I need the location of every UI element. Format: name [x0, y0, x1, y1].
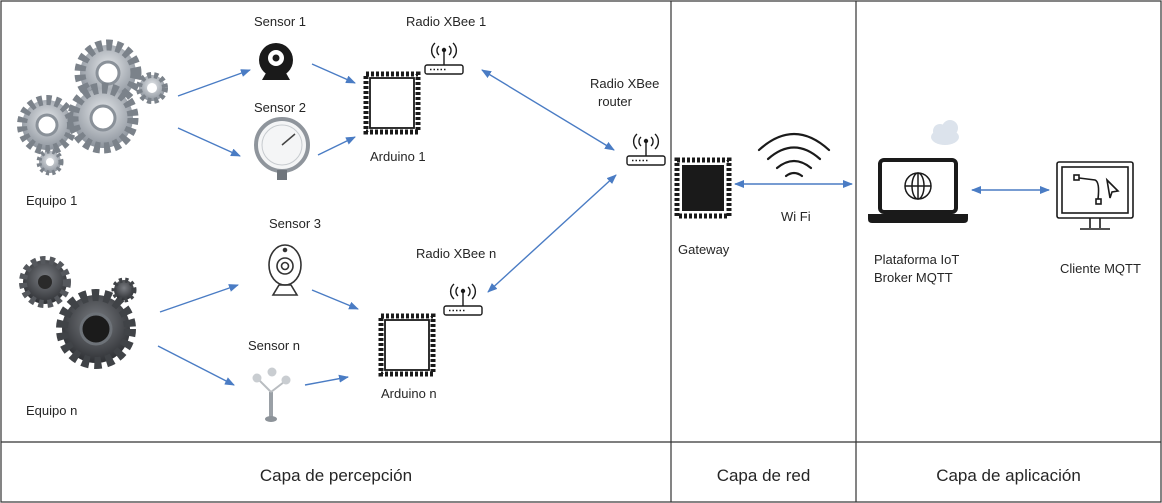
arrow-sensor1-arduino1 [311, 63, 356, 84]
connection-arrows [157, 63, 1050, 386]
laptop-globe-icon [868, 158, 968, 223]
arrow-sensorn-arduinon [304, 374, 349, 386]
arrow-equipo1-sensor2 [177, 127, 241, 157]
gear [56, 289, 136, 369]
pressure-gauge-icon [254, 117, 310, 180]
platform-label-line1: Plataforma IoT [874, 252, 960, 267]
arrow-sensor2-arduino1 [317, 136, 356, 156]
arrow-equipo1-sensor1 [177, 69, 251, 97]
gateway-label: Gateway [678, 242, 730, 257]
gear [111, 277, 137, 303]
webcam-sensor-icon [268, 244, 302, 296]
chip-icon [363, 71, 421, 135]
gear [17, 95, 77, 155]
wifi-icon [757, 132, 831, 178]
sensor-3-label: Sensor 3 [269, 216, 322, 231]
chip-icon [674, 157, 732, 219]
radio-xbee-n-label: Radio XBee n [416, 246, 497, 261]
sensor-1-label: Sensor 1 [254, 14, 307, 29]
wifi-label: Wi Fi [781, 209, 811, 224]
gears-icon [17, 39, 168, 176]
layer-network-label: Capa de red [716, 466, 811, 485]
arrow-equipon-sensorn [157, 345, 235, 386]
client-label: Cliente MQTT [1060, 261, 1141, 276]
layer-perception-label: Capa de percepción [259, 466, 413, 485]
cloud-icon [931, 120, 959, 145]
chip-icon [378, 313, 436, 377]
arduino-n-label: Arduino n [381, 386, 437, 401]
gear [136, 72, 168, 104]
radio-router-icon [424, 42, 464, 75]
sensor-n-label: Sensor n [248, 338, 301, 353]
arrow-xbee1-router [481, 69, 615, 151]
arrow-xbeen-router [487, 174, 617, 293]
radio-xbee-1-label: Radio XBee 1 [406, 14, 487, 29]
gear [19, 256, 71, 308]
radio-router-icon [443, 283, 483, 316]
monitor-icon [1056, 161, 1134, 230]
radio-router-icon [626, 133, 666, 166]
platform-label-line2: Broker MQTT [874, 270, 953, 285]
radio-xbee-router-label-line1: Radio XBee [590, 76, 660, 91]
radio-xbee-router-label-line2: router [598, 94, 632, 109]
camera-sensor-icon [259, 43, 293, 80]
anemometer-icon [252, 367, 291, 422]
gear [67, 82, 139, 154]
equipo-1-label: Equipo 1 [26, 193, 78, 208]
arrow-equipon-sensor3 [159, 284, 239, 313]
gear [36, 148, 64, 176]
arduino-1-label: Arduino 1 [370, 149, 426, 164]
gears-icon [19, 256, 137, 369]
sensor-2-label: Sensor 2 [254, 100, 307, 115]
arrow-sensor3-arduinon [311, 289, 359, 310]
equipo-n-label: Equipo n [26, 403, 78, 418]
layer-application-label: Capa de aplicación [936, 466, 1081, 485]
